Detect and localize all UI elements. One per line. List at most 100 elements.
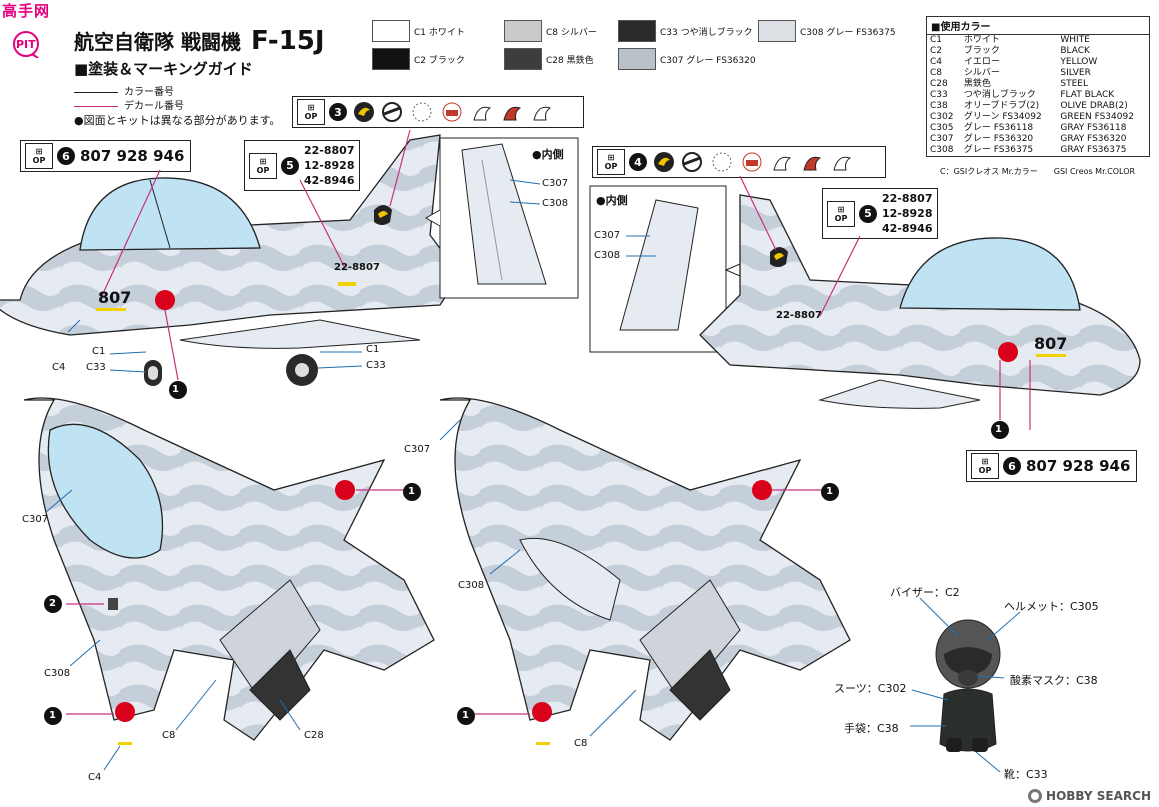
color-code: C302	[930, 112, 954, 122]
top-label-c28: C28	[304, 730, 324, 741]
pilot-mask-label: 酸素マスク：C38	[1010, 674, 1098, 687]
hobby-search-watermark: HOBBY SEARCH	[1028, 789, 1151, 803]
pilot-gloves-label: 手袋：C38	[844, 722, 899, 735]
op-icon: ⊞OP	[971, 453, 999, 479]
serial-list: 22-8807 12-8928 42-8946	[304, 144, 355, 187]
color-name-jp: シルバー	[963, 68, 1000, 78]
hobby-search-icon	[1028, 789, 1043, 803]
inset-right-title: ●内側	[596, 194, 628, 207]
color-code: C28	[930, 79, 948, 89]
color-table-row: C308 グレー FS36375 GRAY FS36375	[927, 145, 1149, 156]
decal-serial-text: 807 928 946	[1026, 457, 1131, 475]
decal-line-sample	[74, 105, 118, 107]
inset-left-title: ●内側	[532, 148, 564, 161]
color-name-jp: ブラック	[963, 46, 1000, 56]
color-code: C2	[930, 46, 943, 56]
swatch-chip	[504, 48, 542, 70]
swatch-c33: C33 つや消しブラック	[618, 20, 753, 42]
squadron-emblems	[354, 102, 552, 122]
inset-left-c308: C308	[542, 198, 569, 209]
color-code: C1	[930, 35, 943, 45]
inset-right-c307: C307	[594, 230, 621, 241]
right-side-view	[699, 175, 1141, 439]
legend-decal-number: デカール番号	[124, 101, 184, 112]
color-name-jp: ホワイト	[963, 35, 1000, 45]
label-c1-main: C1	[366, 344, 380, 355]
decal-number-6: 6	[1003, 457, 1021, 475]
color-table-row: C305 グレー FS36118 GRAY FS36118	[927, 123, 1149, 134]
line-legend: カラー番号 デカール番号	[74, 86, 184, 114]
decal-box-4: ⊞OP 4	[592, 146, 886, 178]
color-name-jp: 黒鉄色	[963, 79, 991, 89]
guide-subtitle: ■塗装＆マーキングガイド	[74, 60, 253, 78]
nose-number-left: 807	[98, 288, 132, 307]
swatch-c28: C28 黒鉄色	[504, 48, 594, 70]
pilot-suit-label: スーツ：C302	[834, 682, 907, 695]
swatch-chip	[618, 48, 656, 70]
color-name-en: OLIVE DRAB(2)	[1060, 101, 1128, 111]
top-label-c307: C307	[22, 514, 49, 525]
watermark: 高手网	[2, 2, 51, 20]
callout-2-top: 2	[49, 598, 56, 609]
decal-box-3: ⊞OP 3	[292, 96, 584, 128]
bottom-label-c307: C307	[404, 444, 431, 455]
color-code: C308	[930, 145, 954, 155]
color-line-sample	[74, 91, 118, 93]
pilot-figure	[910, 597, 1021, 773]
left-side-view	[0, 129, 461, 399]
swatch-c1: C1 ホワイト	[372, 20, 465, 42]
nose-number-right: 807	[1034, 334, 1068, 353]
color-name-en: BLACK	[1060, 46, 1090, 56]
decal-number-6: 6	[57, 147, 75, 165]
pit-logo-text: PIT	[16, 38, 36, 51]
swatch-c308: C308 グレー FS36375	[758, 20, 896, 42]
color-code: C307	[930, 134, 954, 144]
color-name-en: GREEN FS34092	[1060, 112, 1134, 122]
top-label-c4: C4	[88, 772, 102, 783]
swatch-chip	[618, 20, 656, 42]
color-code: C4	[930, 57, 943, 67]
pit-logo: PIT	[13, 31, 39, 58]
decal-box-6-right: ⊞OP 6 807 928 946	[966, 450, 1138, 482]
color-name-jp: グレー FS36375	[963, 145, 1034, 155]
color-name-jp: オリーブドラブ(2)	[963, 101, 1040, 111]
callout-1-bottom-a: 1	[826, 486, 833, 497]
swatch-chip	[372, 48, 410, 70]
squadron-emblems	[654, 152, 852, 172]
pilot-visor-label: バイザー：C2	[890, 586, 960, 599]
color-code: C305	[930, 123, 954, 133]
color-table-title: ■使用カラー	[927, 17, 1149, 35]
tail-code-right: 22-8807	[776, 310, 822, 321]
top-label-c8: C8	[162, 730, 176, 741]
top-view	[23, 397, 435, 771]
color-table-footnote: C：GSIクレオス Mr.カラー GSI Creos Mr.COLOR	[940, 167, 1136, 176]
color-name-en: STEEL	[1060, 79, 1088, 89]
op-icon: ⊞OP	[249, 152, 277, 179]
color-name-en: GRAY FS36118	[1060, 123, 1127, 133]
color-name-en: YELLOW	[1060, 57, 1098, 67]
tail-code-left: 22-8807	[334, 262, 380, 273]
pilot-boots-label: 靴：C33	[1004, 768, 1048, 781]
callout-1-top-a: 1	[408, 486, 415, 497]
color-name-en: GRAY FS36375	[1060, 145, 1127, 155]
inset-right-c308: C308	[594, 250, 621, 261]
op-icon: ⊞OP	[297, 99, 325, 125]
bottom-label-c308: C308	[458, 580, 485, 591]
decal-number-4: 4	[629, 153, 647, 171]
decal-serial-text: 807 928 946	[80, 147, 185, 165]
label-c33-gear: C33	[86, 362, 106, 373]
decal-number-5: 5	[859, 204, 877, 223]
callout-1-left-side: 1	[172, 384, 179, 395]
op-icon: ⊞OP	[827, 200, 855, 227]
color-name-jp: グレー FS36118	[963, 123, 1034, 133]
label-c33-main: C33	[366, 360, 386, 371]
decal-box-5-right: ⊞OP 5 22-8807 12-8928 42-8946	[822, 188, 938, 239]
legend-color-number: カラー番号	[124, 87, 174, 98]
